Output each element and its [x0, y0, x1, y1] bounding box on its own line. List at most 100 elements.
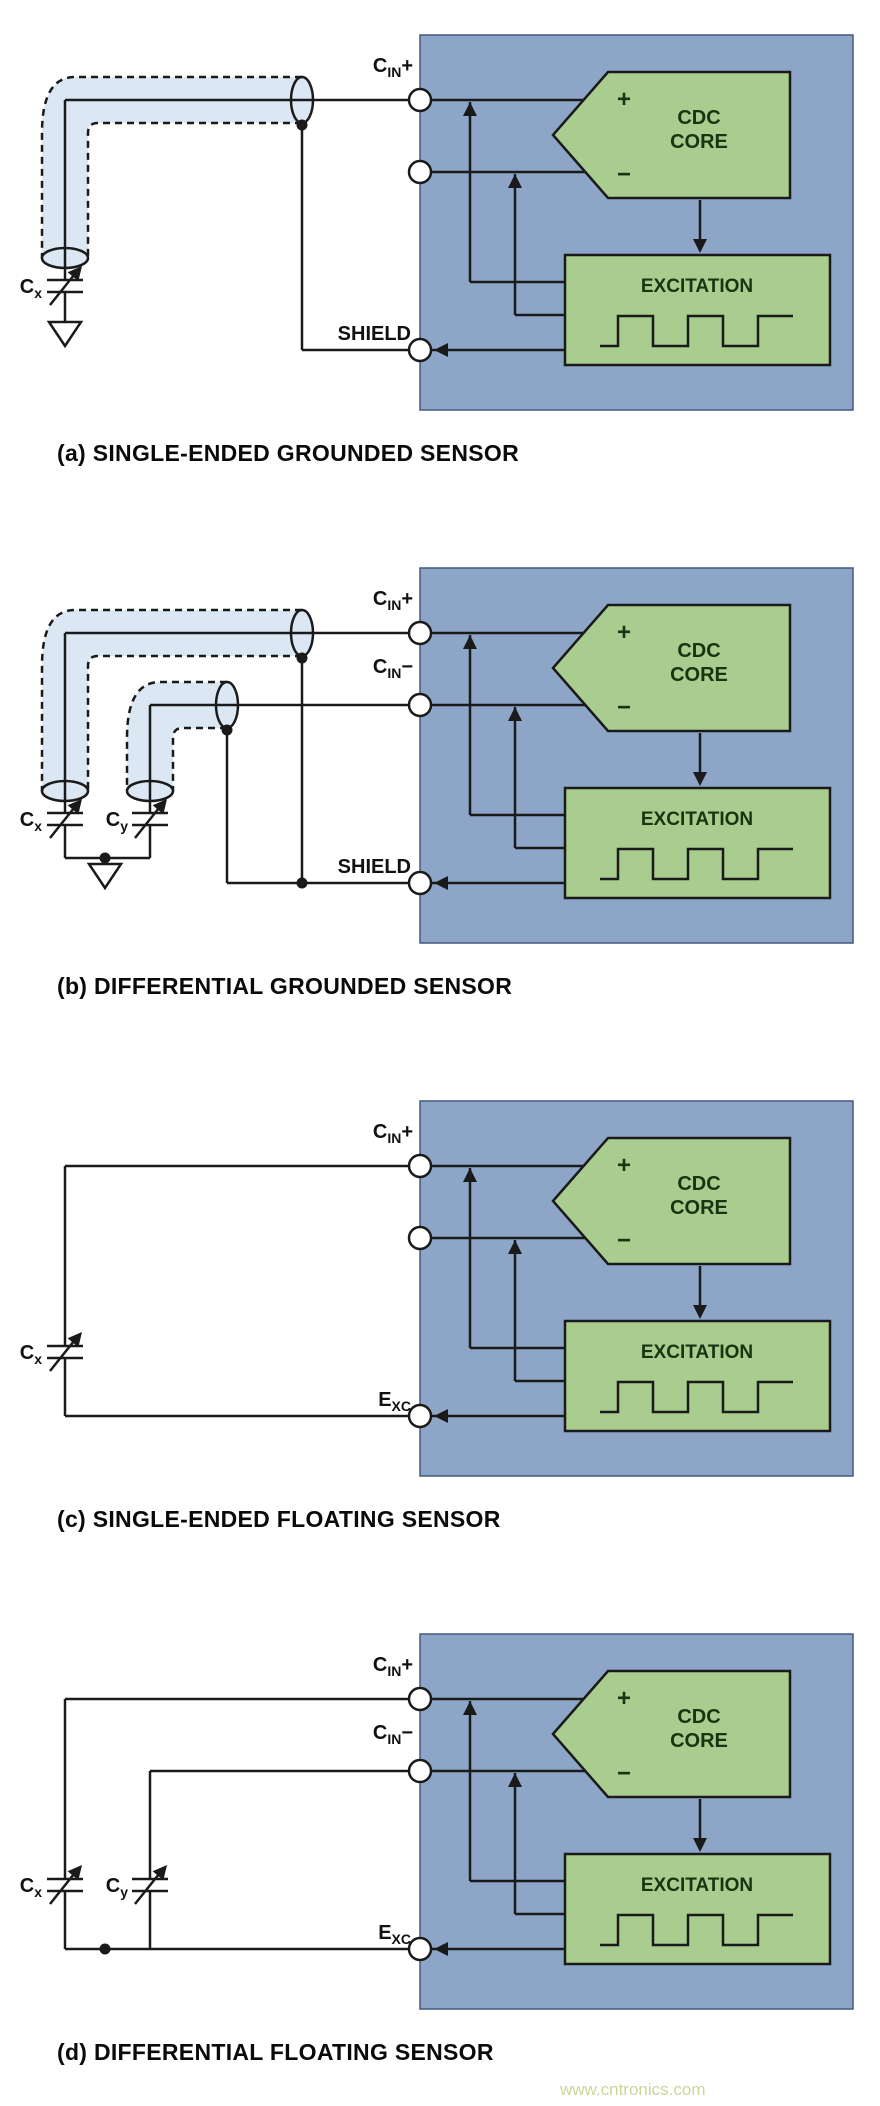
- cable-shield-outline: [86, 654, 302, 791]
- panel-c-caption: (c) SINGLE-ENDED FLOATING SENSOR: [57, 1506, 501, 1532]
- panel-d-caption: (d) DIFFERENTIAL FLOATING SENSOR: [57, 2039, 494, 2065]
- pin-shield: [407, 337, 433, 363]
- capacitor-cy: [132, 1865, 168, 1905]
- label-shield: SHIELD: [338, 323, 411, 345]
- pin-cin-plus: [407, 1686, 433, 1712]
- cdc-to-excitation-arrow: [693, 1305, 707, 1319]
- excitation-to-cin-plus-arrow: [463, 635, 477, 649]
- cable-shield-body: [127, 682, 227, 791]
- pin-exc: [407, 1403, 433, 1429]
- excitation-to-cin-minus-arrow: [508, 1240, 522, 1254]
- capacitor-arrowhead: [67, 266, 82, 282]
- capacitor-cx: [47, 1332, 83, 1372]
- cdc-core-label: CDC: [677, 107, 720, 129]
- cdc-to-excitation-arrow: [693, 239, 707, 253]
- pin-exc: [407, 1936, 433, 1962]
- panel-a-caption: (a) SINGLE-ENDED GROUNDED SENSOR: [57, 440, 519, 466]
- label-cx: Cx: [20, 276, 42, 301]
- cdc-core-label: CORE: [670, 1730, 728, 1752]
- label-cin-plus: CIN+: [373, 1654, 413, 1679]
- excitation-block: [563, 253, 832, 367]
- cable-shield-outline: [40, 75, 302, 258]
- label-cin-minus: CIN−: [373, 1722, 413, 1747]
- cdc-plus-label: +: [617, 619, 631, 646]
- cdc-core-label: CDC: [677, 1706, 720, 1728]
- watermark: www.cntronics.com: [560, 2080, 706, 2099]
- pin-unlabeled: [407, 159, 433, 185]
- label-cy: Cy: [106, 809, 128, 834]
- label-cx: Cx: [20, 1342, 42, 1367]
- pin-cin-plus: [407, 87, 433, 113]
- excitation-label: EXCITATION: [641, 1875, 753, 1896]
- cdc-to-excitation-arrow: [693, 1838, 707, 1852]
- capacitor-arrowhead: [67, 1332, 82, 1348]
- excitation-label: EXCITATION: [641, 1342, 753, 1363]
- excitation-to-cin-minus-arrow: [508, 174, 522, 188]
- capacitor-arrowhead: [152, 799, 167, 815]
- label-cin-plus: CIN+: [373, 1121, 413, 1146]
- cable-shield-body: [42, 77, 302, 258]
- label-exc: EXC: [378, 1389, 411, 1414]
- cdc-core-label: CORE: [670, 131, 728, 153]
- excitation-label: EXCITATION: [641, 809, 753, 830]
- label-cy: Cy: [106, 1875, 128, 1900]
- cable-shield-outline: [86, 121, 302, 258]
- ground-symbol: [46, 320, 84, 349]
- squarewave-icon: [600, 847, 793, 881]
- label-cx: Cx: [20, 1875, 42, 1900]
- excitation-to-cin-plus-arrow: [463, 1701, 477, 1715]
- excitation-output-arrow: [434, 343, 448, 357]
- junction-dot: [99, 1943, 111, 1955]
- pin-cin-minus: [407, 692, 433, 718]
- squarewave-icon: [600, 1380, 793, 1414]
- cdc-plus-label: +: [617, 86, 631, 113]
- cable-shield-outline: [171, 726, 227, 791]
- cdc-minus-label: −: [617, 1760, 631, 1787]
- cdc-core-label: CORE: [670, 1197, 728, 1219]
- excitation-block: [563, 1852, 832, 1966]
- label-cin-plus: CIN+: [373, 55, 413, 80]
- cdc-core-block: [551, 70, 792, 200]
- excitation-block: [563, 1319, 832, 1433]
- cable-shield-outline: [125, 680, 227, 791]
- cdc-core-label: CDC: [677, 640, 720, 662]
- capacitor-arrowhead: [67, 1865, 82, 1881]
- label-cin-minus: CIN−: [373, 656, 413, 681]
- pin-cin-plus: [407, 620, 433, 646]
- capacitor-arrowhead: [152, 1865, 167, 1881]
- excitation-to-cin-minus-arrow: [508, 707, 522, 721]
- cdc-to-excitation-arrow: [693, 772, 707, 786]
- pin-unlabeled: [407, 1225, 433, 1251]
- label-exc: EXC: [378, 1922, 411, 1947]
- cdc-core-block: [551, 1669, 792, 1799]
- excitation-label: EXCITATION: [641, 276, 753, 297]
- cdc-minus-label: −: [617, 161, 631, 188]
- capacitor-cx: [47, 1865, 83, 1905]
- pin-cin-minus: [407, 1758, 433, 1784]
- squarewave-icon: [600, 1913, 793, 1947]
- cdc-core-label: CORE: [670, 664, 728, 686]
- panel-b-caption: (b) DIFFERENTIAL GROUNDED SENSOR: [57, 973, 513, 999]
- pin-cin-plus: [407, 1153, 433, 1179]
- cable-shield-outline: [40, 608, 302, 791]
- ground-symbol: [86, 862, 124, 891]
- cdc-minus-label: −: [617, 694, 631, 721]
- excitation-block: [563, 786, 832, 900]
- label-cin-plus: CIN+: [373, 588, 413, 613]
- pin-shield: [407, 870, 433, 896]
- excitation-to-cin-plus-arrow: [463, 102, 477, 116]
- label-cx: Cx: [20, 809, 42, 834]
- squarewave-icon: [600, 314, 793, 348]
- cdc-plus-label: +: [617, 1152, 631, 1179]
- cdc-core-block: [551, 603, 792, 733]
